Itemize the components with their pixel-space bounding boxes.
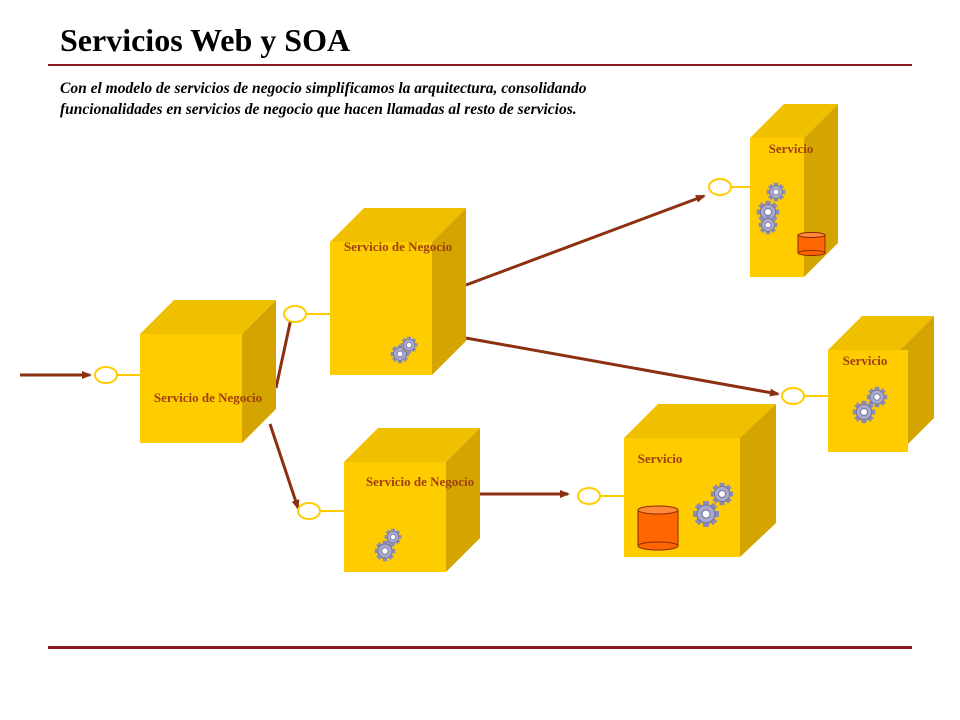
servicio-bottom-label: Servicio bbox=[638, 451, 683, 466]
database-icon bbox=[637, 505, 679, 551]
footer-divider bbox=[48, 646, 912, 649]
description-text: Con el modelo de servicios de negocio si… bbox=[60, 80, 587, 118]
interface-port[interactable] bbox=[297, 502, 321, 520]
page-title: Servicios Web y SOA bbox=[60, 22, 351, 58]
negocio-top-box[interactable]: Servicio de Negocio bbox=[330, 208, 466, 375]
negocio-main-box[interactable]: Servicio de Negocio bbox=[140, 300, 276, 443]
title-divider bbox=[48, 64, 912, 66]
servicio-mid-right-box[interactable]: Servicio bbox=[828, 316, 934, 452]
negocio-bottom-label: Servicio de Negocio bbox=[366, 474, 474, 489]
servicio-mid-right-label: Servicio bbox=[843, 353, 888, 368]
servicio-top-right-box[interactable]: Servicio bbox=[750, 104, 838, 277]
arrow-to-servicio-top-right bbox=[465, 194, 706, 287]
arrow-to-servicio-mid-right bbox=[465, 336, 780, 397]
arrow-to-negocio-top bbox=[274, 312, 295, 389]
negocio-main-label: Servicio de Negocio bbox=[154, 390, 262, 405]
interface-port[interactable] bbox=[94, 366, 118, 384]
interface-port[interactable] bbox=[283, 305, 307, 323]
arrow-to-negocio-bottom bbox=[268, 423, 300, 510]
negocio-bottom-box[interactable]: Servicio de Negocio bbox=[344, 428, 480, 572]
interface-port[interactable] bbox=[708, 178, 732, 196]
negocio-top-label: Servicio de Negocio bbox=[344, 239, 452, 254]
database-icon bbox=[797, 232, 826, 256]
servicio-bottom-box[interactable]: Servicio bbox=[624, 404, 776, 557]
servicio-top-right-label: Servicio bbox=[769, 141, 814, 156]
interface-port[interactable] bbox=[577, 487, 601, 505]
interface-port[interactable] bbox=[781, 387, 805, 405]
connectors bbox=[20, 178, 828, 520]
